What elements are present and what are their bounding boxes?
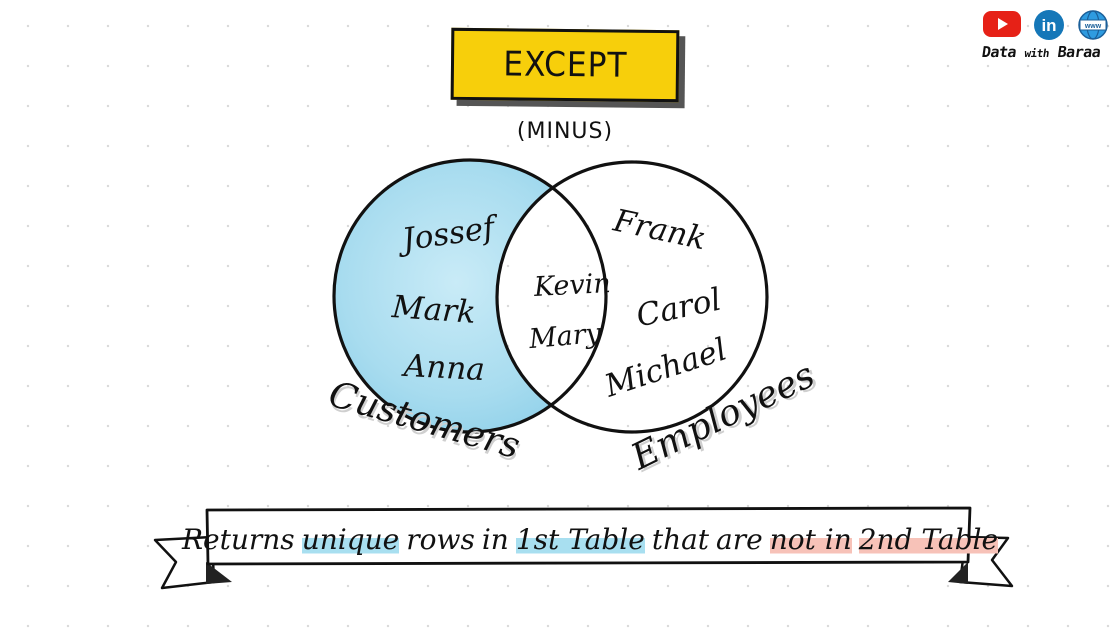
svg-text:in: in: [1041, 16, 1056, 35]
left-set-fill: [335, 161, 605, 431]
caption-word: Returns: [181, 522, 295, 556]
youtube-icon[interactable]: [982, 9, 1022, 39]
caption-highlight-not-in: not in: [769, 522, 852, 556]
linkedin-icon[interactable]: in: [1032, 9, 1066, 41]
caption: Returns unique rows in 1st Table that ar…: [182, 519, 999, 559]
ribbon-right-fold: [948, 562, 968, 584]
caption-word: in: [481, 522, 509, 556]
brand-logo: in www Data with Baraa: [980, 6, 1112, 66]
caption-word: that: [651, 522, 710, 556]
customers-circle: [332, 158, 608, 434]
caption-word: are: [716, 522, 763, 556]
caption-word: rows: [406, 522, 475, 556]
ribbon-left-tail: [153, 535, 216, 590]
employees-circle: [495, 160, 769, 434]
caption-highlight-second-table: 2nd Table: [858, 522, 999, 556]
svg-text:www: www: [1084, 23, 1102, 30]
subtitle: (MINUS): [516, 119, 614, 144]
caption-highlight-unique: unique: [301, 522, 400, 556]
website-globe-icon[interactable]: www: [1076, 9, 1110, 41]
caption-highlight-first-table: 1st Table: [515, 522, 645, 556]
ribbon-left-fold: [206, 562, 232, 584]
